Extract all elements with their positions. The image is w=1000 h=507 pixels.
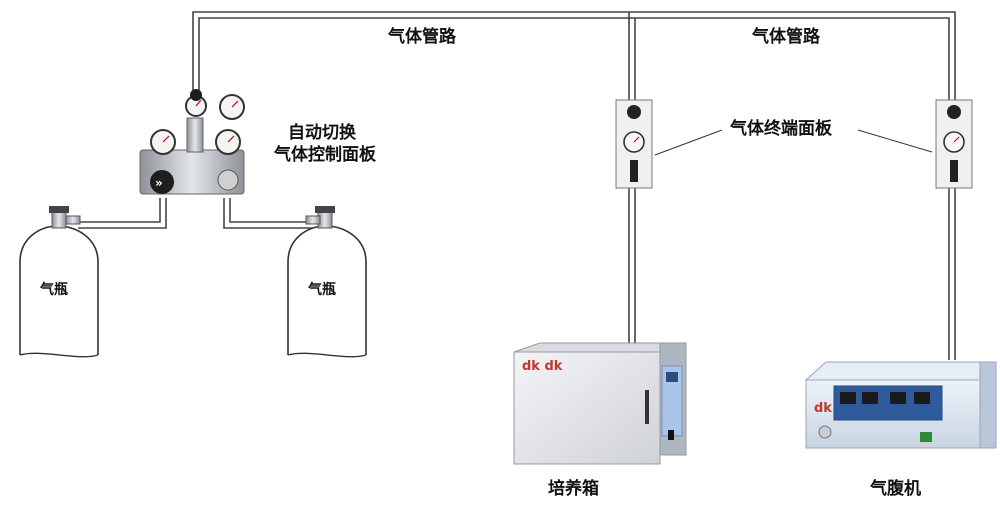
pressure-gauge-icon (219, 94, 245, 120)
callout-lines (654, 129, 933, 156)
pressure-gauge-icon (215, 129, 241, 155)
incubator-device: dk dk (513, 342, 687, 465)
brand-logo: dk (814, 401, 832, 416)
terminal-panel-label: 气体终端面板 (729, 118, 833, 139)
auto-switch-panel: » (139, 89, 245, 195)
brand-logo: dk dk (522, 359, 563, 374)
cylinder-label-right: 气瓶 (307, 281, 336, 298)
incubator-label: 培养箱 (548, 478, 599, 499)
pipe-label-right: 气体管路 (751, 26, 821, 47)
valve-knob-icon (150, 170, 174, 194)
gas-pipe-network (78, 11, 956, 360)
switch-panel-label-line1: 自动切换 (288, 122, 357, 143)
terminal-panel-right (935, 99, 973, 189)
gas-cylinder-right (287, 206, 367, 358)
gas-cylinder-left (19, 206, 99, 358)
terminal-panel-left (615, 99, 653, 189)
insufflator-label: 气腹机 (869, 478, 921, 499)
pipe-label-left: 气体管路 (387, 26, 457, 47)
cylinder-label-left: 气瓶 (39, 281, 68, 298)
switch-panel-label-line2: 气体控制面板 (273, 144, 377, 165)
pressure-gauge-icon (150, 129, 176, 155)
valve-knob-icon (217, 169, 239, 191)
valve-knob-icon (190, 89, 202, 101)
insufflator-device: dk (804, 361, 998, 449)
svg-text:»: » (155, 176, 163, 190)
